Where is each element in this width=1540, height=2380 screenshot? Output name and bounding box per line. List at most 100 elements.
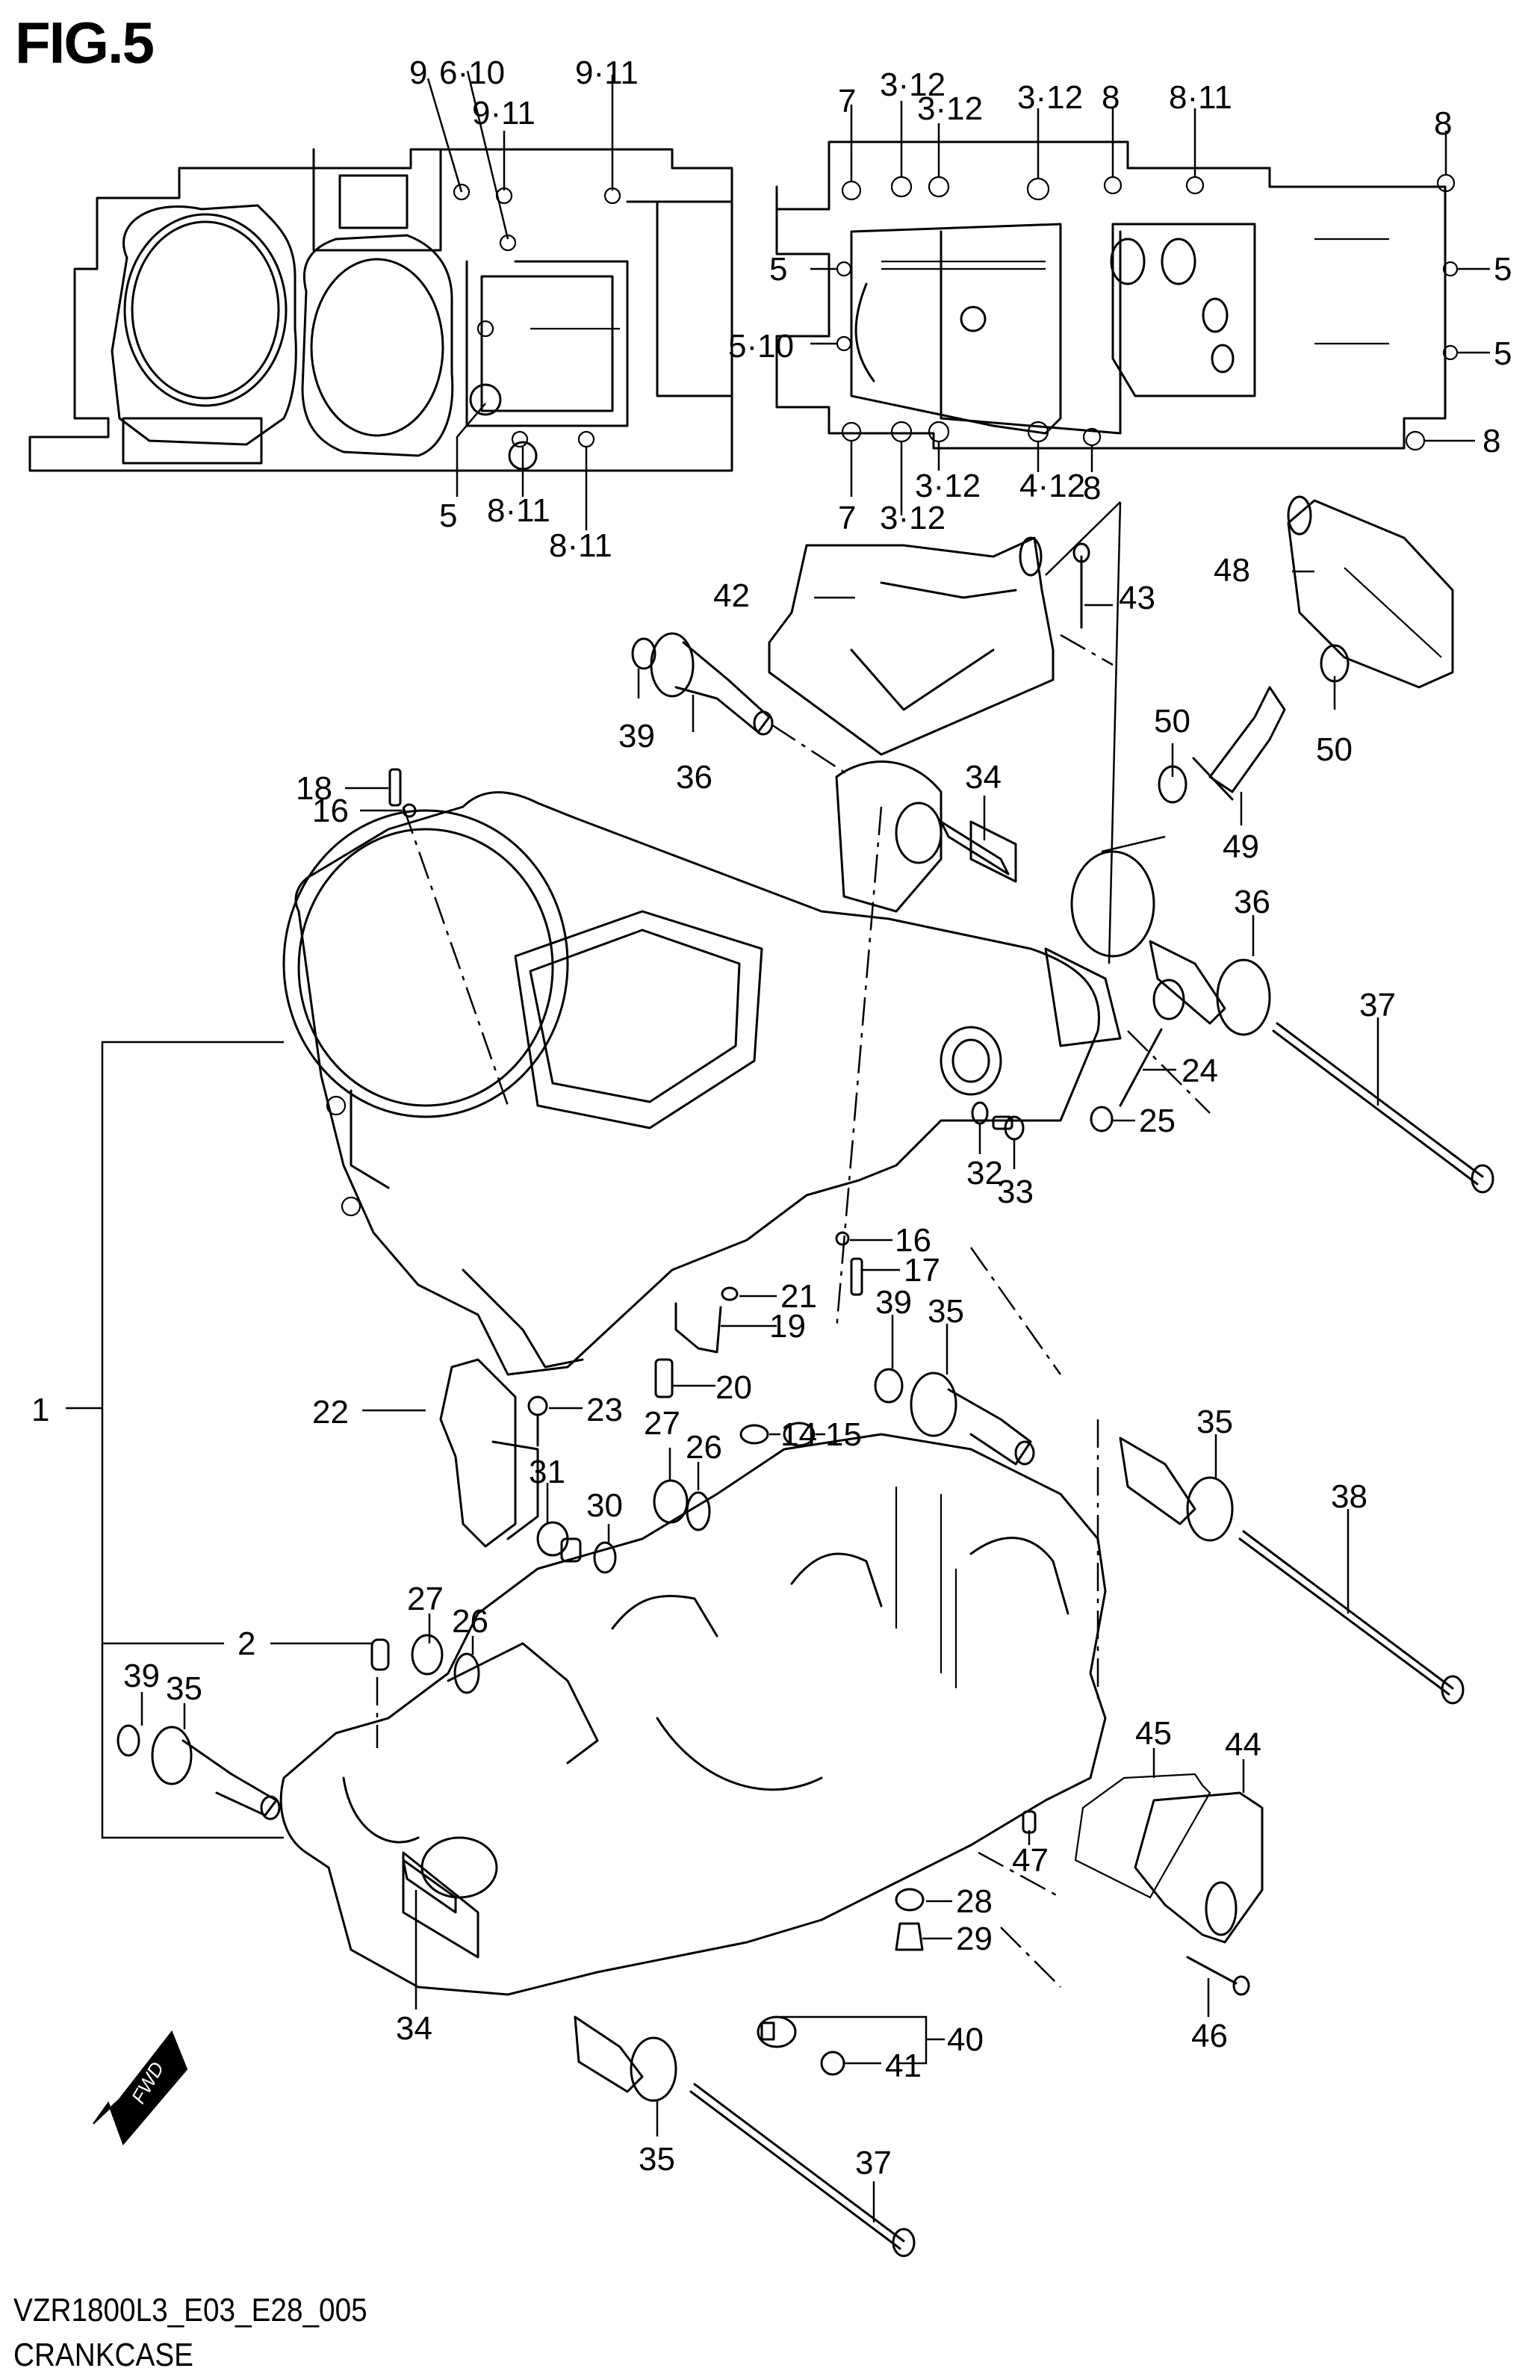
- part-20-fitting: [654, 1358, 674, 1398]
- callout: 5: [1494, 251, 1512, 288]
- part-16-o-ring-upper: [402, 803, 417, 818]
- callout: 40: [947, 2021, 984, 2058]
- part-46-bolt: [1186, 1956, 1250, 1996]
- callout: 6·10: [439, 55, 505, 91]
- part-43-bolt: [1072, 542, 1090, 629]
- callout: 32: [966, 1155, 1003, 1191]
- callout: 49: [1223, 828, 1259, 865]
- part-30-gasket: [593, 1541, 617, 1574]
- callout: 47: [1012, 1842, 1049, 1879]
- callout: 3·12: [1017, 79, 1083, 116]
- callout: 25: [1139, 1103, 1176, 1139]
- part-35-oil-jet-right: [1119, 1437, 1234, 1542]
- part-38-bolt: [1238, 1530, 1465, 1705]
- part-26-washer-a: [686, 1491, 711, 1531]
- part-36-oil-jet-right: [1149, 940, 1271, 1036]
- callout: 27: [407, 1581, 444, 1617]
- part-17-oil-jet: [850, 1257, 863, 1296]
- callout: 5·10: [728, 328, 794, 365]
- part-27-plug-b: [411, 1634, 444, 1676]
- part-40-oil-pressure-switch: [757, 2015, 797, 2048]
- callout: 37: [855, 2145, 892, 2181]
- callout: 45: [1135, 1715, 1172, 1752]
- part-15-o-ring: [783, 1422, 816, 1447]
- callout: 21: [780, 1278, 817, 1315]
- callout: 14: [780, 1416, 817, 1453]
- part-44-water-pump-cover: [1134, 1791, 1264, 1944]
- part-39-nut-mid: [874, 1368, 904, 1404]
- model-code: VZR1800L3_E03_E28_005: [13, 2292, 367, 2328]
- callout: 7: [838, 500, 856, 536]
- part-22-plate: [439, 1358, 539, 1548]
- callout: 30: [586, 1487, 623, 1524]
- callout: 17: [904, 1252, 940, 1289]
- callout: 44: [1225, 1726, 1261, 1763]
- callout: 50: [1316, 731, 1353, 768]
- lower-crankcase-bottom-view: [775, 101, 1490, 515]
- part-50-clip-b: [1320, 644, 1350, 683]
- callout: 26: [686, 1429, 722, 1466]
- callout: 22: [312, 1394, 349, 1431]
- callout: 23: [586, 1392, 623, 1428]
- callout: 39: [875, 1284, 912, 1321]
- part-35-oil-jet-left: [151, 1726, 281, 1820]
- callout: 37: [1359, 987, 1396, 1023]
- callout: 3·12: [880, 66, 946, 103]
- part-2-dowel: [370, 1638, 390, 1671]
- callout: 26: [452, 1603, 488, 1640]
- callout: 35: [639, 2141, 675, 2178]
- part-45-gasket: [1074, 1773, 1211, 1899]
- callout: 50: [1154, 703, 1190, 740]
- part-35-oil-jet-mid: [910, 1372, 1035, 1466]
- callout: 8: [1102, 79, 1120, 116]
- part-32-washer: [971, 1101, 989, 1125]
- lower-crankcase: [279, 1433, 1107, 1996]
- part-21-o-ring: [721, 1286, 739, 1301]
- part-36-oil-jet-upper: [631, 632, 774, 736]
- part-39-nut-left: [117, 1724, 140, 1757]
- callout: 7: [838, 83, 856, 120]
- callout: 19: [769, 1308, 806, 1345]
- callout: 35: [928, 1293, 964, 1330]
- callout: 5: [439, 498, 457, 534]
- callout: 41: [885, 2048, 922, 2084]
- callout: 31: [529, 1454, 565, 1490]
- part-42-breather-cover: [768, 536, 1055, 756]
- callout: 5: [769, 251, 787, 288]
- callout: 8: [1482, 423, 1500, 459]
- upper-crankcase-top-view: [28, 70, 733, 530]
- part-41-bolt: [820, 2051, 845, 2076]
- callout: 8·11: [1169, 79, 1232, 116]
- callout: 24: [1182, 1053, 1218, 1089]
- callout: 36: [1234, 884, 1270, 920]
- upper-crankcase: [282, 760, 1155, 1376]
- callout: 5: [1494, 335, 1512, 372]
- callout: 3·12: [917, 90, 983, 127]
- part-47-dowel: [1022, 1810, 1037, 1834]
- callout: 27: [644, 1405, 680, 1442]
- callout: 16: [312, 793, 349, 829]
- part-49-hose: [1192, 686, 1286, 801]
- part-23-bolt: [527, 1395, 548, 1447]
- callout: 42: [713, 577, 750, 614]
- callout: 3·12: [915, 468, 981, 504]
- part-35-oil-jet-bottom: [574, 2015, 677, 2102]
- callout: 35: [1196, 1404, 1233, 1440]
- callout: 48: [1214, 552, 1250, 589]
- callout: 39: [618, 718, 655, 754]
- callout: 3·12: [880, 500, 946, 536]
- part-29-plug: [895, 1922, 924, 1951]
- part-24-dipstick: [1119, 979, 1185, 1107]
- callout: 15: [825, 1416, 862, 1453]
- forward-arrow-icon: FWD: [93, 2030, 188, 2145]
- part-26-washer-b: [453, 1652, 480, 1694]
- callout: 8: [1083, 470, 1101, 506]
- part-31-drain-plug: [536, 1521, 582, 1563]
- part-37-bolt-lower: [689, 2083, 916, 2257]
- callout: 20: [715, 1369, 752, 1406]
- callout: 43: [1119, 580, 1155, 616]
- part-34-dowel-upper: [940, 820, 1010, 876]
- part-16-o-ring-lower: [835, 1231, 850, 1246]
- callout: 9·11: [472, 95, 535, 131]
